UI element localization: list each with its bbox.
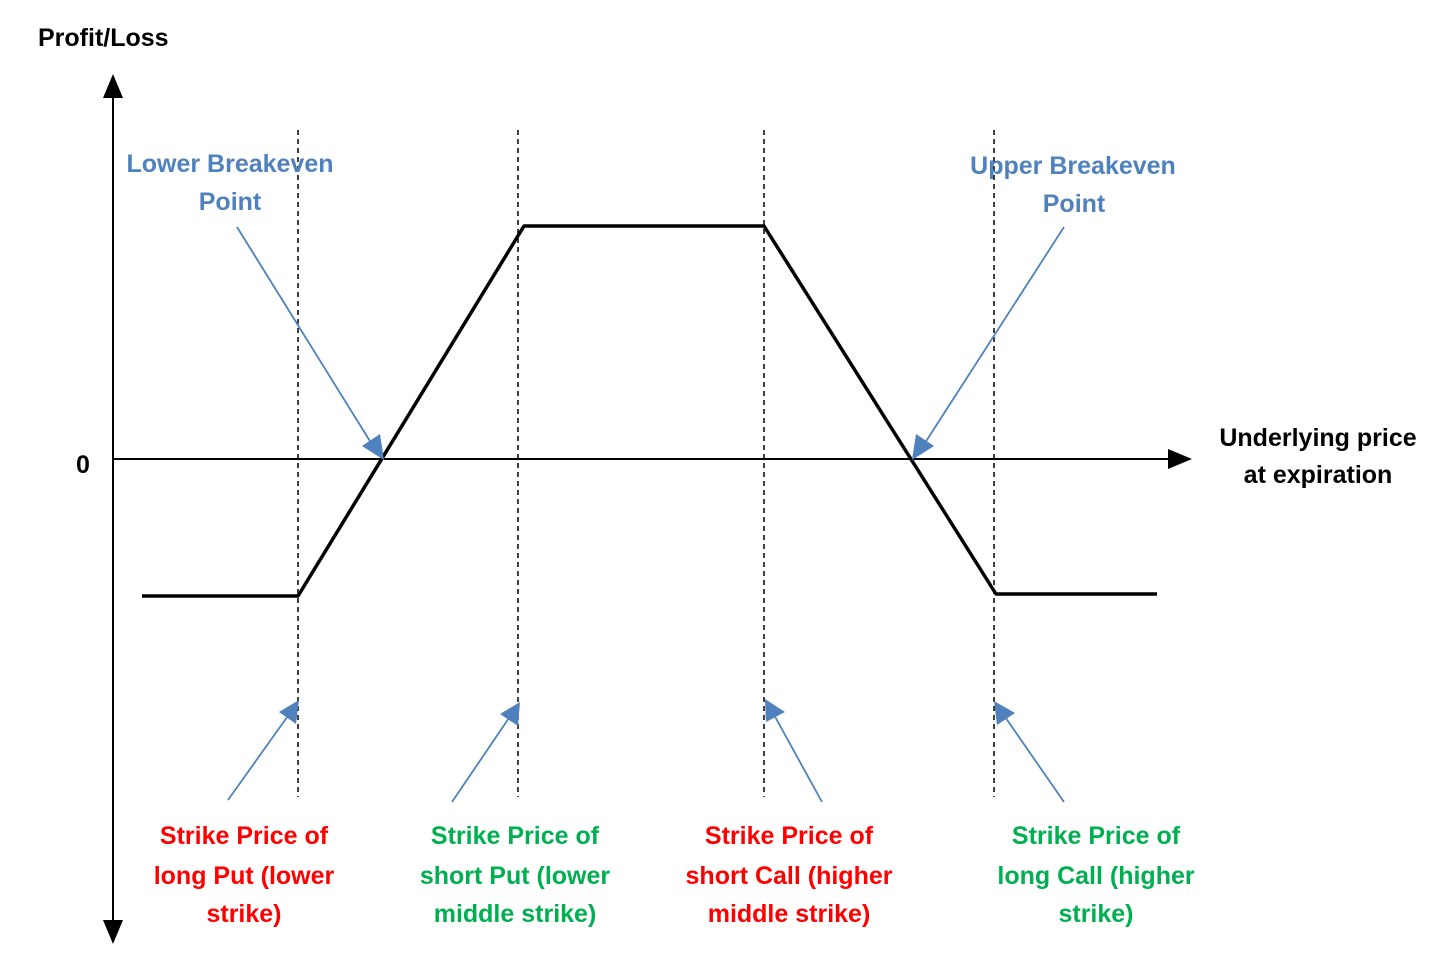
- long-put-label-line1: Strike Price of: [160, 822, 329, 850]
- short-put-arrow: [451, 714, 512, 803]
- x-axis-arrow: [1168, 449, 1192, 469]
- long-call-arrow: [1002, 713, 1065, 803]
- long-put-arrow: [227, 712, 291, 801]
- lower-breakeven-arrowhead: [362, 434, 384, 460]
- short-put-label-line3: middle strike): [434, 900, 597, 928]
- upper-breakeven-label-line2: Point: [1043, 190, 1106, 218]
- x-axis-label-line1: Underlying price: [1219, 424, 1416, 452]
- axes: [103, 74, 1192, 944]
- zero-label: 0: [76, 451, 90, 479]
- x-axis-label-line2: at expiration: [1244, 461, 1393, 489]
- short-call-label-line2: short Call (higher: [686, 862, 893, 890]
- strike-arrows: [227, 699, 1065, 803]
- short-put-strike-label: Strike Price of short Put (lower middle …: [420, 822, 611, 928]
- breakeven-arrows: [236, 226, 1065, 460]
- payoff-line: [142, 224, 1157, 598]
- short-call-strike-label: Strike Price of short Call (higher middl…: [686, 822, 893, 928]
- strike-guides: [297, 130, 995, 797]
- long-call-arrowhead: [994, 701, 1015, 725]
- lower-breakeven-label-line2: Point: [199, 188, 262, 216]
- upper-breakeven-label-line1: Upper Breakeven: [970, 152, 1176, 180]
- short-call-arrow: [772, 712, 823, 803]
- short-put-label-line1: Strike Price of: [431, 822, 600, 850]
- long-call-strike-label: Strike Price of long Call (higher strike…: [997, 822, 1194, 928]
- short-call-label-line3: middle strike): [708, 900, 871, 928]
- y-axis-label: Profit/Loss: [38, 24, 169, 52]
- long-call-label-line3: strike): [1058, 900, 1133, 928]
- y-axis-arrow-down: [103, 920, 123, 944]
- long-call-label-line2: long Call (higher: [997, 862, 1194, 890]
- long-put-arrowhead: [279, 700, 299, 724]
- long-put-label-line2: long Put (lower: [154, 862, 335, 890]
- long-put-strike-label: Strike Price of long Put (lower strike): [154, 822, 335, 928]
- upper-breakeven-arrowhead: [912, 434, 934, 460]
- short-call-arrowhead: [765, 699, 785, 722]
- short-put-label-line2: short Put (lower: [420, 862, 611, 890]
- upper-breakeven-arrow: [922, 226, 1065, 447]
- short-call-label-line1: Strike Price of: [705, 822, 874, 850]
- long-put-label-line3: strike): [206, 900, 281, 928]
- lower-breakeven-arrow: [236, 226, 374, 447]
- lower-breakeven-label-line1: Lower Breakeven: [126, 150, 333, 178]
- short-put-arrowhead: [500, 702, 520, 726]
- y-axis-arrow-up: [103, 74, 123, 98]
- long-call-label-line1: Strike Price of: [1012, 822, 1181, 850]
